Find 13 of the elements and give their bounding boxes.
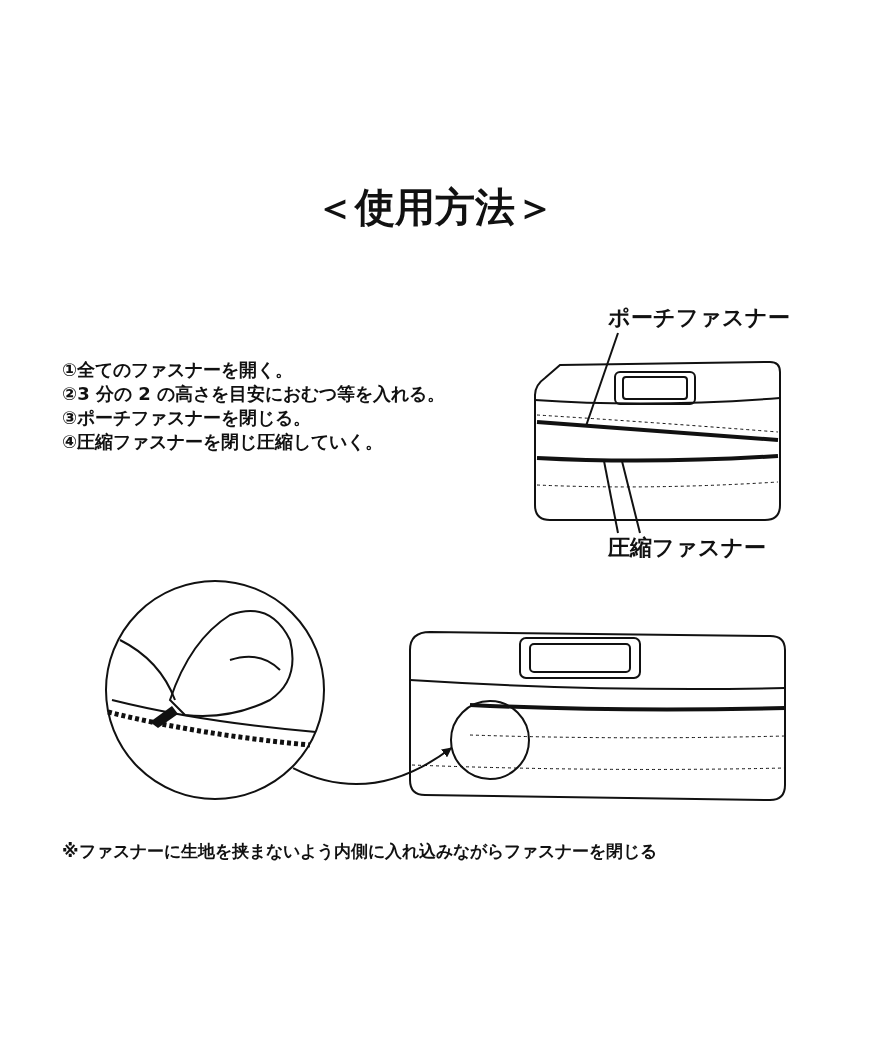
title: ＜使用方法＞ xyxy=(314,183,556,232)
magnifier-circle xyxy=(105,580,325,800)
note: ※ファスナーに生地を挟まないよう内側に入れ込みながらファスナーを閉じる xyxy=(62,840,657,863)
instruction-step: ②3 分の 2 の高さを目安におむつ等を入れる。 xyxy=(62,382,446,406)
pouch-zipper xyxy=(536,420,779,442)
instruction-step: ③ポーチファスナーを閉じる。 xyxy=(62,406,312,430)
instruction-step: ④圧縮ファスナーを閉じ圧縮していく。 xyxy=(62,430,384,454)
highlight-circle xyxy=(450,700,530,780)
instruction-step: ①全てのファスナーを開く。 xyxy=(62,358,294,382)
callout-label: 圧縮ファスナー xyxy=(608,533,766,563)
callout-label: ポーチファスナー xyxy=(608,303,790,333)
compression-zipper xyxy=(536,454,779,463)
arrow xyxy=(292,747,453,786)
